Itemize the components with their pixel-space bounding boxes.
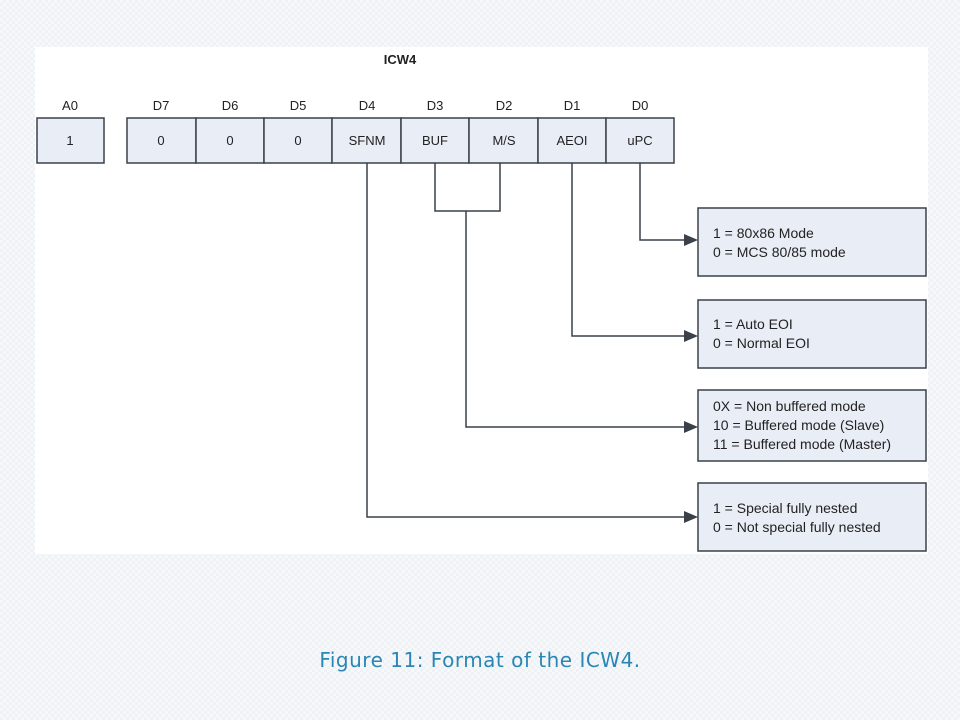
bit-label-d2: D2 [496,98,513,113]
desc-box-sfnm [697,482,927,552]
desc-aeoi-line-2: 0 = Normal EOI [713,335,810,351]
bit-label-d0: D0 [632,98,649,113]
connector-aeoi [571,163,686,337]
bit-label-d1: D1 [564,98,581,113]
desc-buf-line-2: 10 = Buffered mode (Slave) [713,417,884,433]
cell-d6 [195,117,265,164]
arrowhead-sfnm [684,511,698,523]
cell-a0 [36,117,105,164]
desc-sfnm-line-2: 0 = Not special fully nested [713,519,881,535]
desc-sfnm-line-1: 1 = Special fully nested [713,500,857,516]
bit-label-d3: D3 [427,98,444,113]
bit-label-a0: A0 [62,98,78,113]
diagram-panel: ICW4 A0 D7 D6 D5 D4 D3 D2 D1 D0 1 0 0 0 … [35,47,928,554]
cell-d2 [468,117,539,164]
bit-label-d5: D5 [290,98,307,113]
bit-label-d6: D6 [222,98,239,113]
desc-aeoi-line-1: 1 = Auto EOI [713,316,793,332]
connector-upc [639,163,686,241]
connector-buf-ms-bracket [434,163,501,212]
cell-value-d6: 0 [226,133,233,148]
figure-caption: Figure 11: Format of the ICW4. [319,648,641,672]
arrowhead-upc [684,234,698,246]
bit-label-d7: D7 [153,98,170,113]
connector-buf-ms [465,211,686,428]
cell-d7 [126,117,197,164]
cell-d3 [400,117,470,164]
desc-box-aeoi [697,299,927,369]
cell-value-d7: 0 [157,133,164,148]
cell-value-d5: 0 [294,133,301,148]
desc-upc-line-2: 0 = MCS 80/85 mode [713,244,846,260]
connector-sfnm [366,163,686,518]
cell-value-d3: BUF [422,133,448,148]
desc-buf-line-3: 11 = Buffered mode (Master) [713,436,891,452]
desc-box-upc [697,207,927,277]
icw4-diagram: ICW4 A0 D7 D6 D5 D4 D3 D2 D1 D0 1 0 0 0 … [36,52,927,552]
diagram-title: ICW4 [384,52,417,67]
desc-buf-line-1: 0X = Non buffered mode [713,398,866,414]
bit-label-d4: D4 [359,98,376,113]
desc-box-buf-ms [697,389,927,462]
cell-value-d0: uPC [627,133,652,148]
cell-value-d1: AEOI [556,133,587,148]
cell-d1 [537,117,607,164]
cell-value-d2: M/S [492,133,515,148]
cell-value-a0: 1 [66,133,73,148]
cell-value-d4: SFNM [349,133,386,148]
desc-upc-line-1: 1 = 80x86 Mode [713,225,814,241]
arrowhead-buf-ms [684,421,698,433]
arrowhead-aeoi [684,330,698,342]
